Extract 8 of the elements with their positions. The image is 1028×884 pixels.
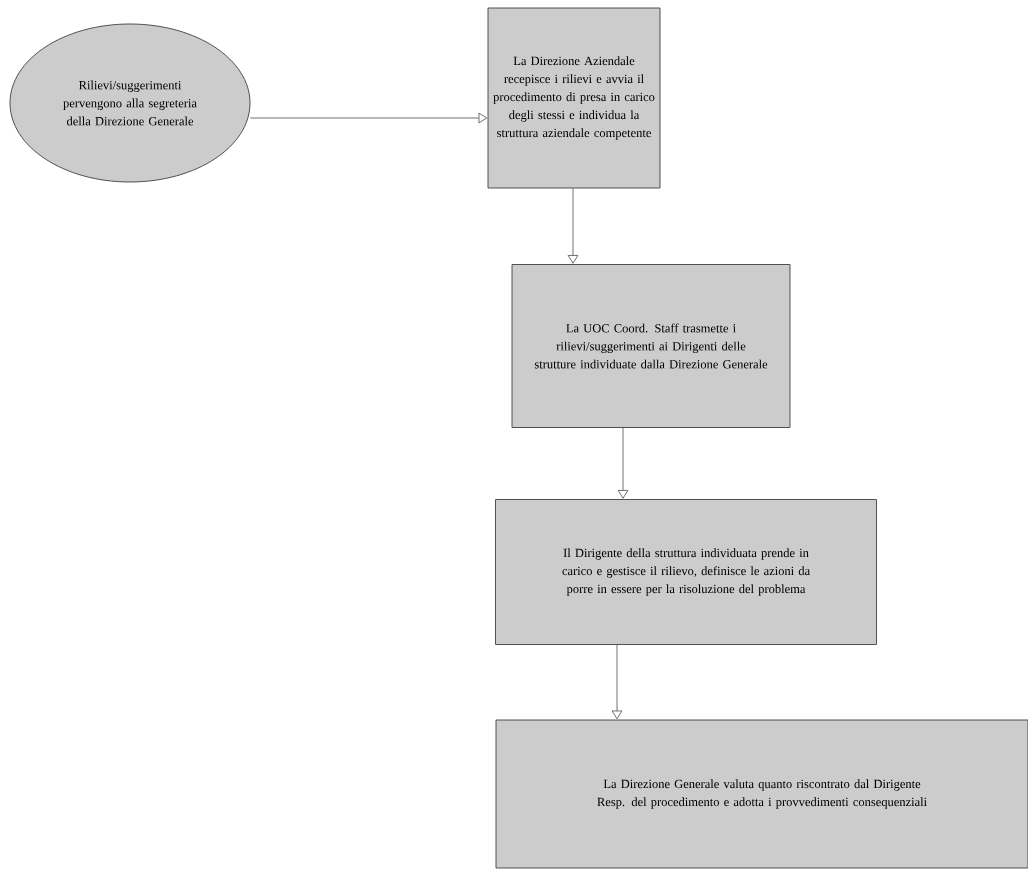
process-box: La Direzione Generale valuta quanto riscontrato dal Dirigente Resp. del procedimento e adotta i provvedimenti consequenziali [495,719,1028,869]
arrow [567,188,579,264]
process-box: La UOC Coord. Staff trasmette i rilievi/suggerimenti ai Dirigenti delle strutture individuate dalla Direzione Generale [511,264,791,428]
process-box: La Direzione Aziendale recepisce i rilievi e avvia il procedimento di presa in carico degli stessi e individua la struttura aziendale competente [487,7,661,189]
arrow [611,644,623,720]
process-box: Il Dirigente della struttura individuata prende in carico e gestisce il rilievo, definisce le azioni da porre in essere per la risoluzione del problema [495,499,877,645]
arrow [617,427,629,499]
arrow [250,112,488,124]
